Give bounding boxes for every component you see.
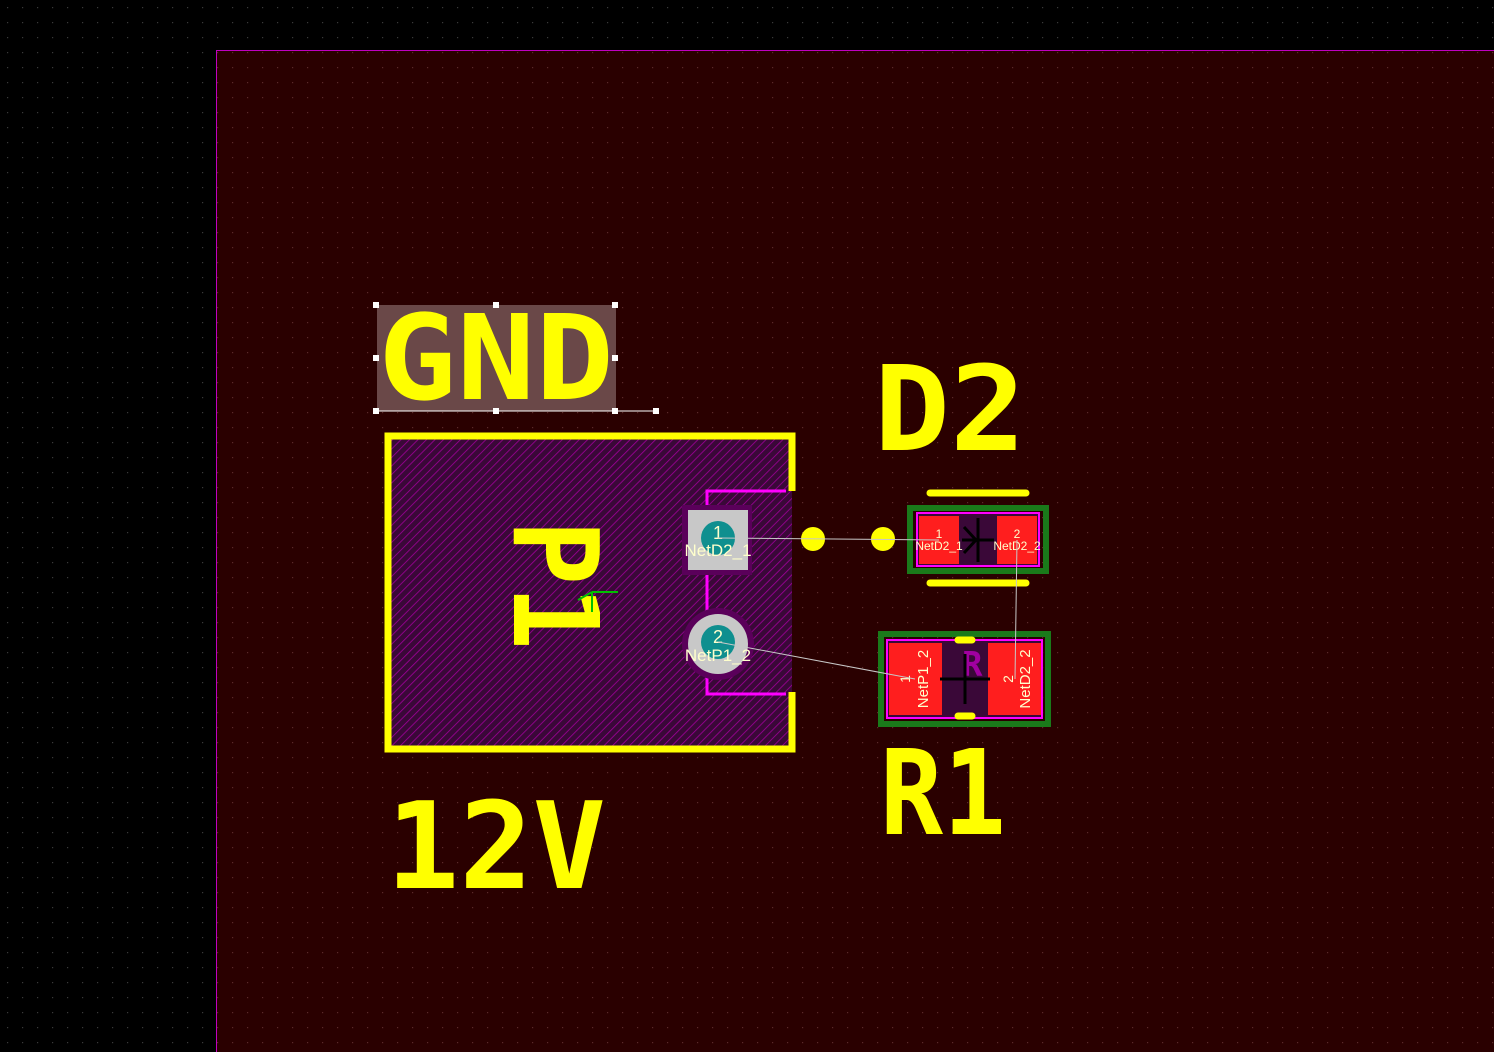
ratsnest (717, 537, 1018, 680)
handle-top-right[interactable] (612, 302, 618, 308)
d2-reference-text[interactable]: D2 (874, 340, 1026, 478)
pad-net-label: NetP1_2 (915, 650, 932, 708)
r1-pad-1[interactable]: 1 NetP1_2 (889, 643, 942, 715)
gnd-label-selected[interactable]: GND (373, 289, 659, 427)
pad-number: 2 (1000, 675, 1016, 683)
ratsnest-netd2-1 (717, 537, 940, 541)
handle-top-left[interactable] (373, 302, 379, 308)
gnd-silkscreen-text[interactable]: GND (378, 289, 614, 427)
r1-pad-2[interactable]: 2 NetD2_2 (988, 643, 1041, 715)
p1-anchor-icon (577, 591, 618, 612)
handle-mid-right[interactable] (612, 355, 618, 361)
pad-number: 2 (713, 627, 723, 647)
pad-number: 1 (897, 675, 913, 683)
pad-net-label: NetD2_1 (684, 541, 751, 560)
p1-silkscreen-outline (384, 432, 796, 753)
ratsnest-netd2-2 (1014, 539, 1018, 680)
footprint-p1[interactable]: P1 1 NetD2_1 2 NetP1_2 (384, 432, 796, 753)
handle-mid-left[interactable] (373, 355, 379, 361)
12v-silkscreen-text[interactable]: 12V (386, 778, 606, 917)
r1-anchor-cross-icon (940, 654, 990, 704)
p1-pad-2[interactable]: 2 NetP1_2 (682, 608, 754, 680)
diode-symbol-icon (962, 518, 994, 562)
footprint-d2[interactable]: D2 1 NetD2_1 2 NetD2_2 (801, 340, 1049, 587)
pad-copper (988, 643, 1041, 715)
handle-bottom-right[interactable] (612, 408, 618, 414)
handle-bottom-left[interactable] (373, 408, 379, 414)
r1-fab-value-text: R (962, 645, 983, 685)
pad-number: 1 (936, 527, 943, 541)
footprint-r1[interactable]: 1 NetP1_2 2 NetD2_2 R R1 (878, 631, 1051, 862)
pad-number: 1 (713, 523, 723, 543)
pad-net-label: NetD2_2 (1017, 649, 1034, 708)
board-edge[interactable] (216, 50, 1494, 1052)
selection-highlight (377, 305, 616, 411)
p1-reference-text[interactable]: P1 (486, 520, 624, 650)
handle-bottom-mid[interactable] (493, 408, 499, 414)
handle-top-mid[interactable] (493, 302, 499, 308)
p1-pad-1[interactable]: 1 NetD2_1 (682, 505, 752, 575)
r1-mask-outline (878, 631, 1051, 727)
selection-handles[interactable] (373, 302, 659, 414)
pad-number: 2 (1014, 527, 1021, 541)
pad-net-label: NetD2_1 (915, 539, 963, 553)
pad-copper (889, 643, 942, 715)
p1-courtyard (705, 489, 786, 696)
pad-net-label: NetP1_2 (685, 646, 751, 665)
ratsnest-netp1-2 (717, 641, 916, 680)
r1-reference-text[interactable]: R1 (880, 724, 1006, 862)
handle-anchor[interactable] (653, 408, 659, 414)
